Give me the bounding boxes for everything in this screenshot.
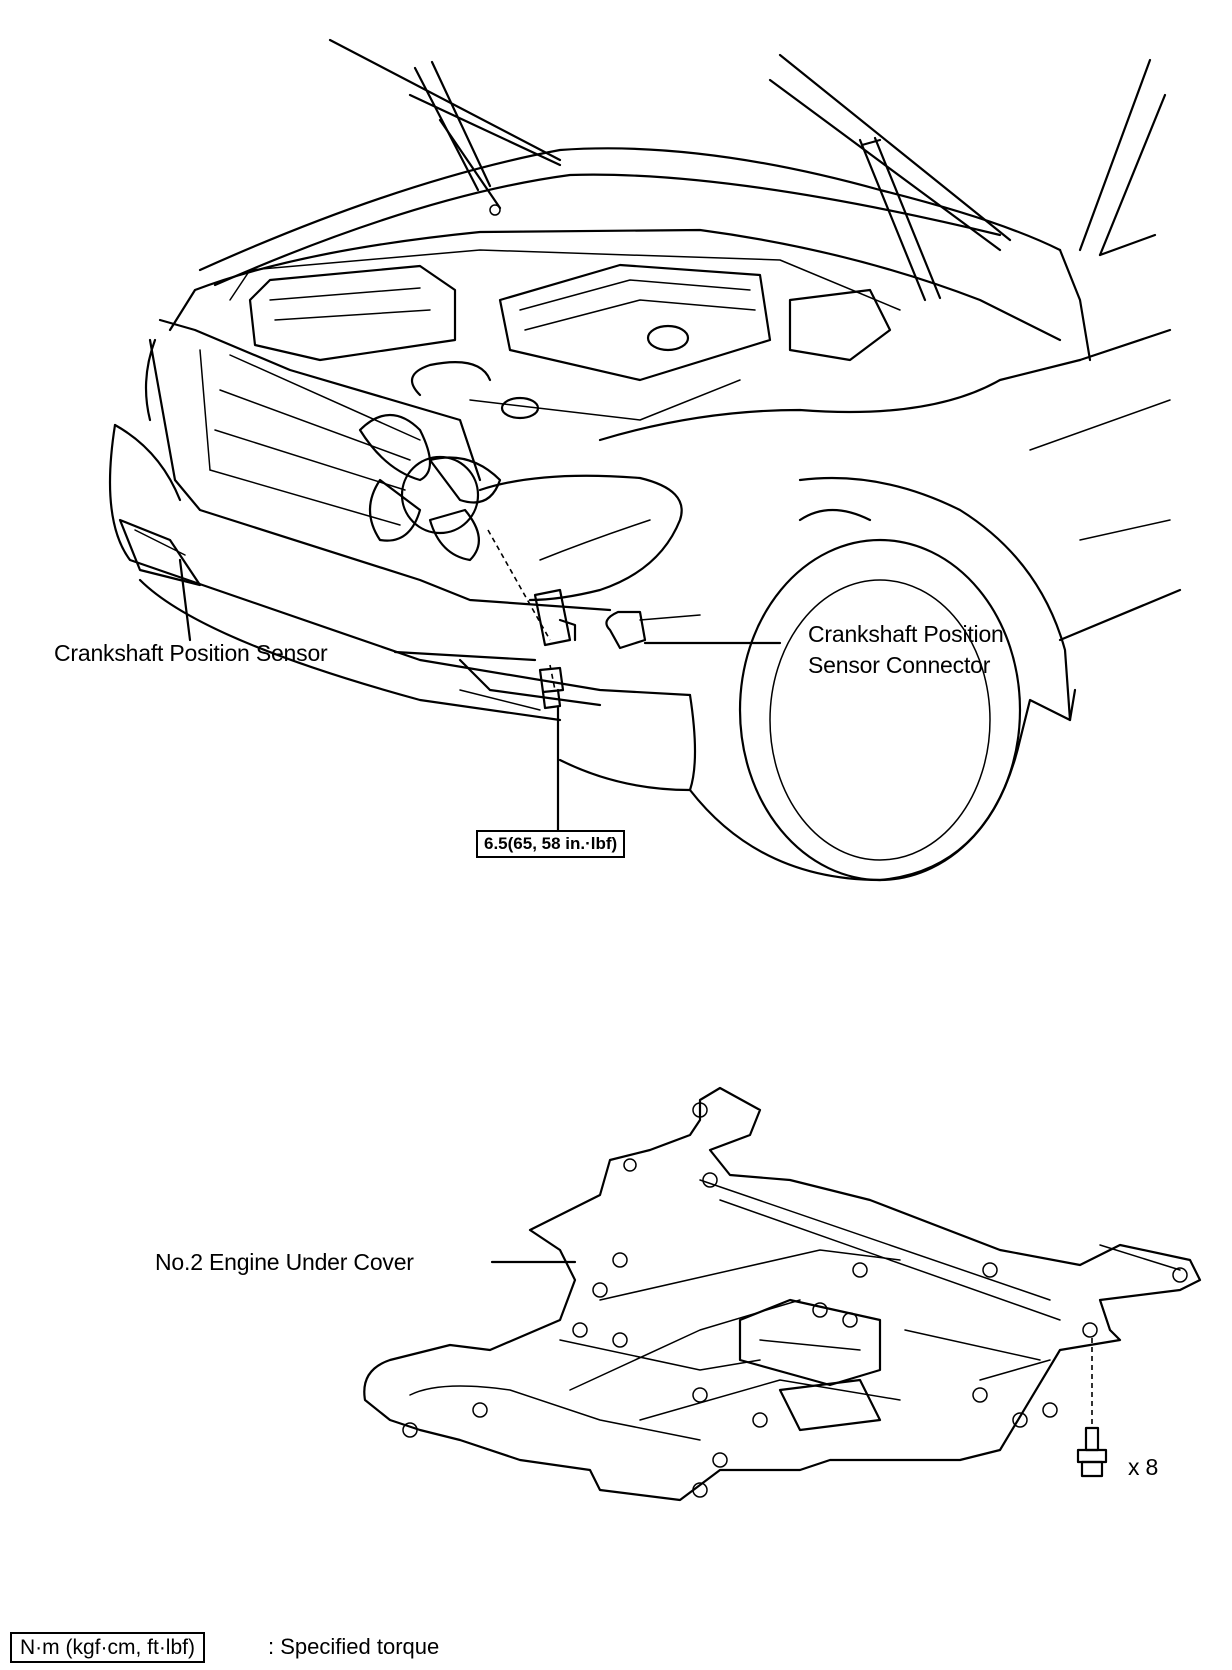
engine-block <box>248 263 892 421</box>
hood-strut-right <box>858 136 942 302</box>
fender-and-wheel <box>598 248 1182 882</box>
vehicle-illustration <box>108 38 1182 882</box>
leader-crankshaft-sensor <box>393 650 537 662</box>
under-cover-bolt <box>1076 1338 1108 1478</box>
grille <box>148 318 612 612</box>
cooling-fan <box>358 414 502 562</box>
label-no2-engine-under-cover: No.2 Engine Under Cover <box>155 1249 414 1275</box>
label-crankshaft-sensor-connector-line2: Sensor Connector <box>808 652 991 678</box>
front-bumper <box>108 423 692 792</box>
hood-strut-left <box>413 60 502 216</box>
label-crankshaft-sensor-connector-line1: Crankshaft Position <box>808 621 1004 647</box>
torque-spec-box: 6.5(65, 58 in.·lbf) <box>476 830 626 858</box>
label-bolt-count: x 8 <box>1128 1454 1159 1480</box>
under-cover-illustration <box>363 1086 1202 1502</box>
legend-description: : Specified torque <box>268 1634 440 1659</box>
headlight <box>144 338 683 602</box>
label-crankshaft-position-sensor: Crankshaft Position Sensor <box>54 640 328 666</box>
legend-torque-unit-box: N·m (kgf·cm, ft·lbf) <box>10 1632 205 1663</box>
crankshaft-sensor-assembly <box>487 529 701 710</box>
